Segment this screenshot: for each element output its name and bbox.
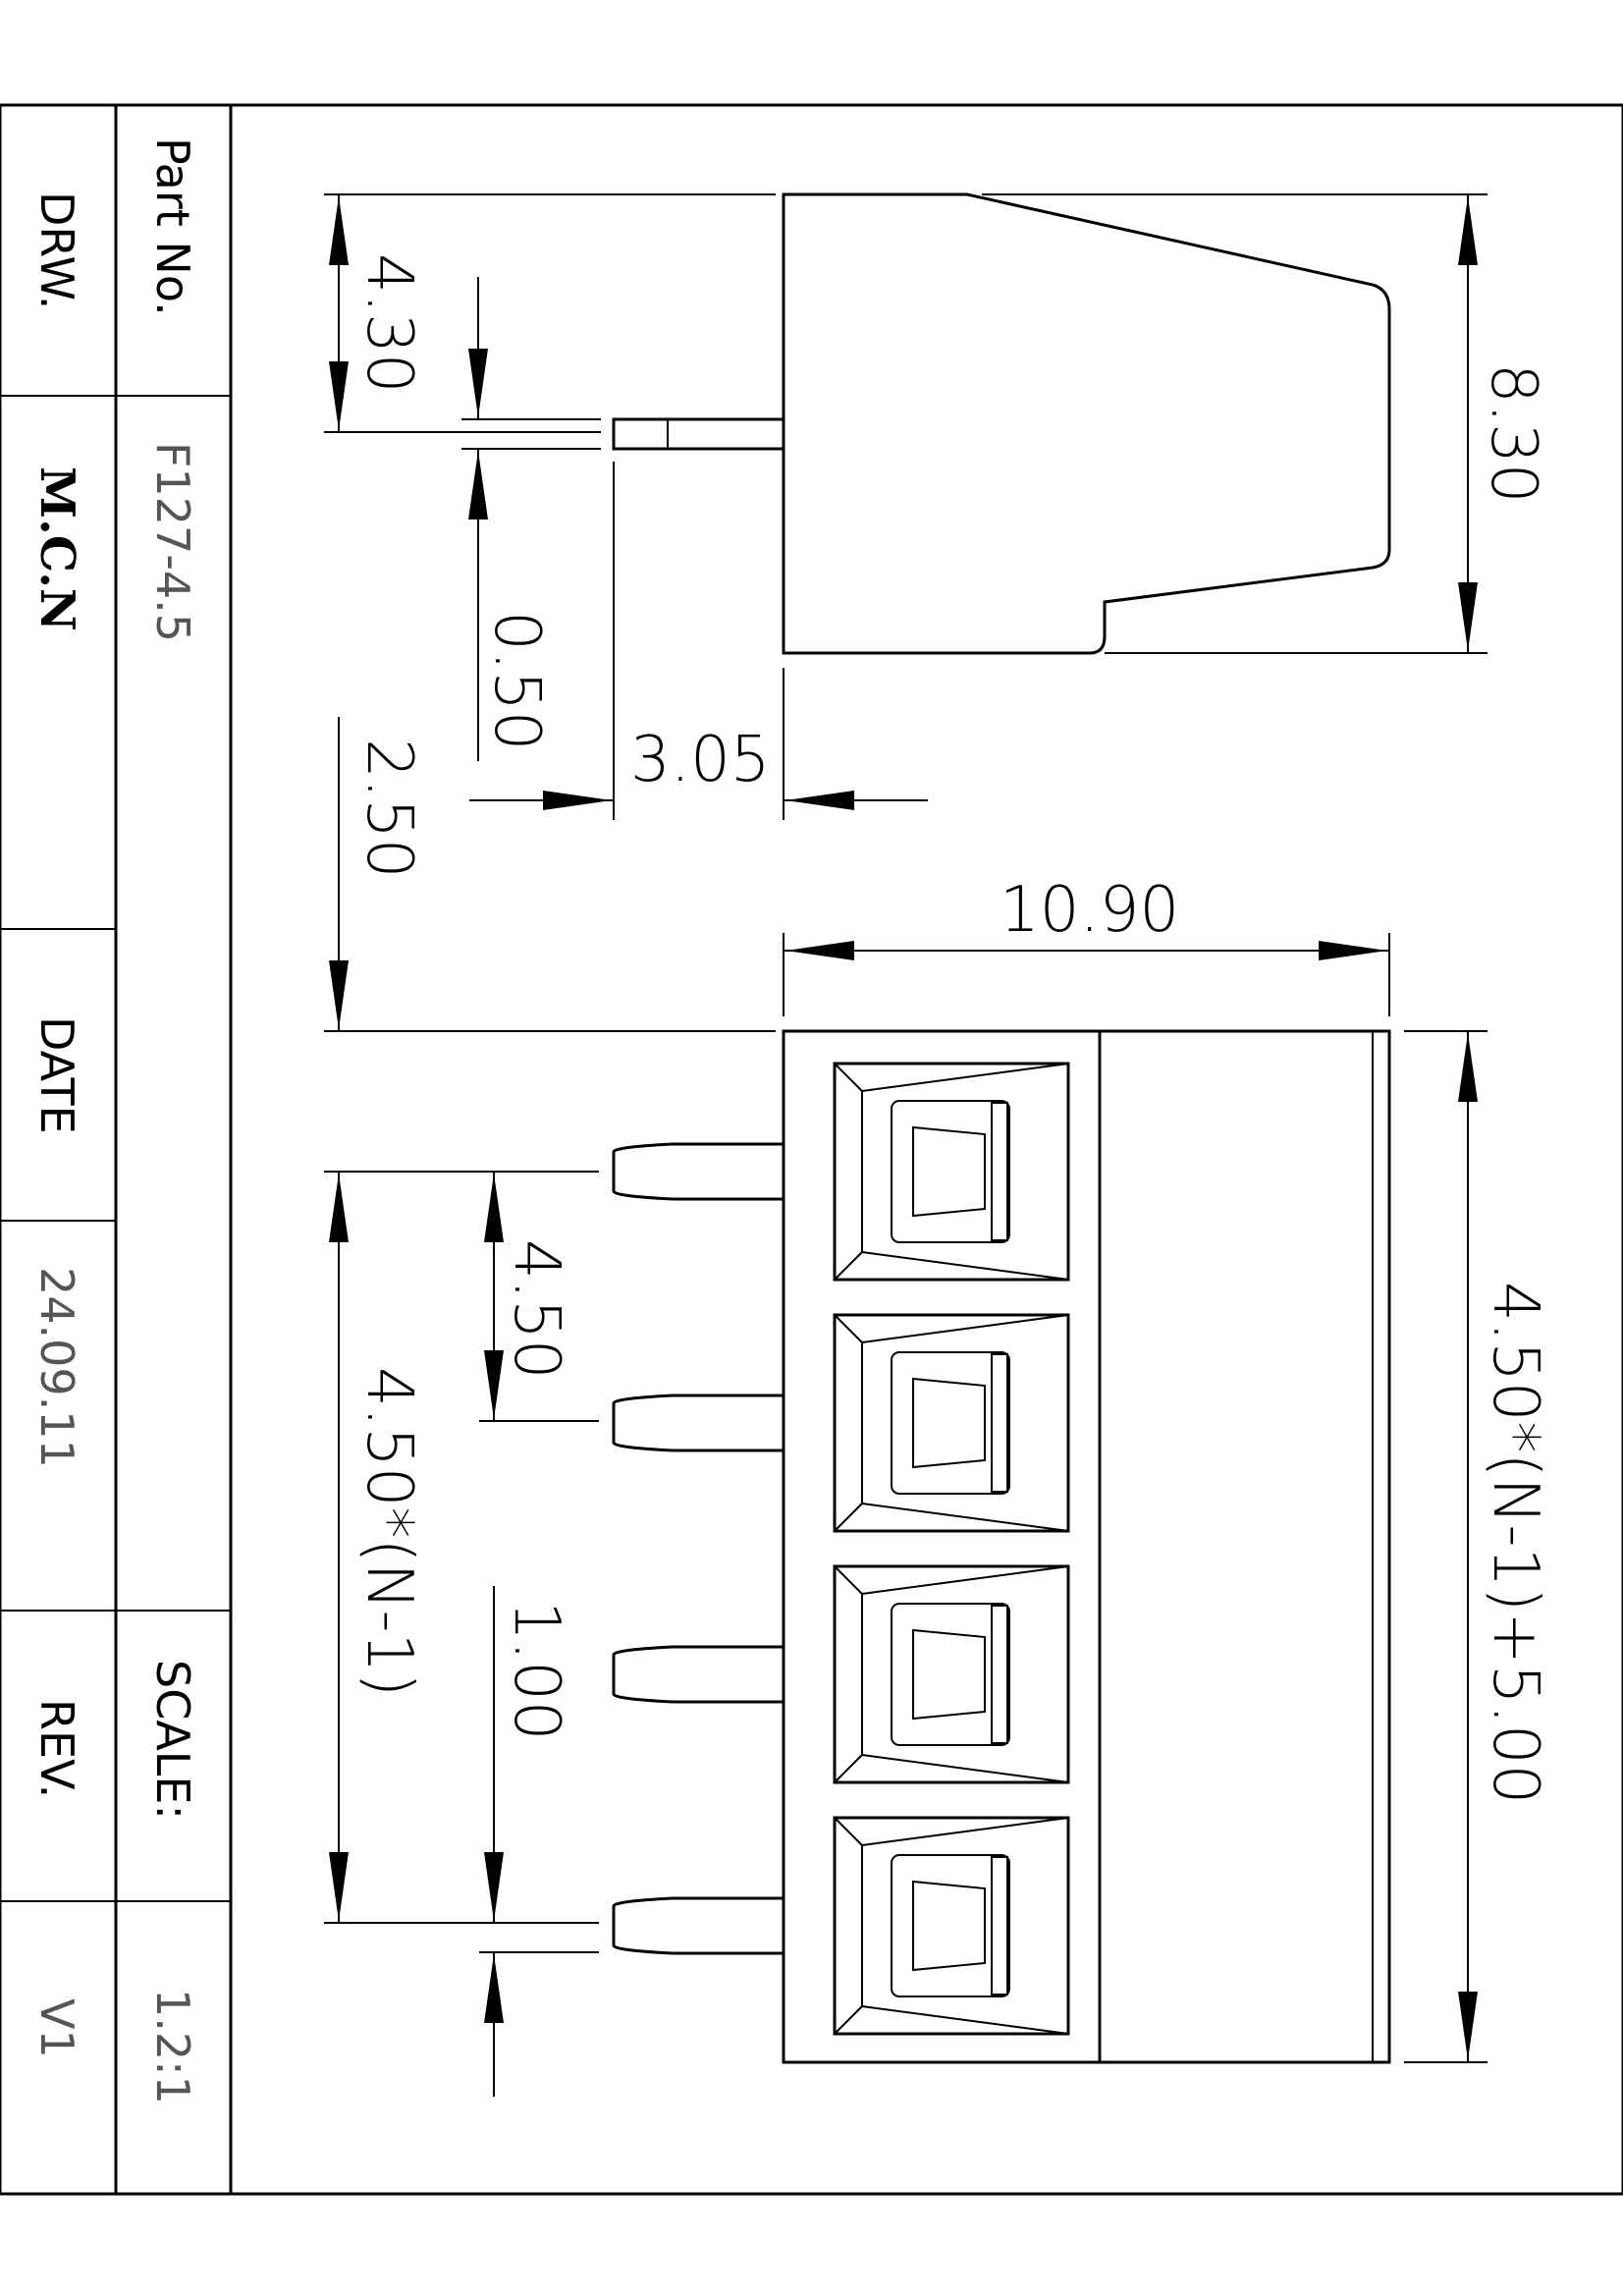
part-no-label: Part No.	[146, 137, 199, 316]
wire-entry	[912, 1125, 986, 1218]
terminal-pin	[612, 1142, 784, 1201]
drawn-label: DRW.	[30, 191, 83, 309]
scale-value: 1.2:1	[146, 1989, 199, 2105]
date-label: DATE	[30, 1016, 83, 1134]
front-view-dimensions: 10.90 4.50*(N-1)+5.00 4.50*(N-1) 4.50 1.…	[324, 874, 1551, 2097]
dim-10-90: 10.90	[1000, 874, 1179, 947]
side-view-pin	[612, 417, 785, 451]
terminal-pin	[612, 1896, 784, 1955]
dim-4-30: 4.30	[352, 253, 425, 394]
dim-pitch-span: 4.50*(N-1)	[352, 1367, 425, 1697]
dim-2-50: 2.50	[352, 738, 425, 879]
rev-value: V1	[30, 1998, 83, 2058]
terminal-pole	[612, 1564, 1070, 1784]
front-view-body	[782, 1029, 1391, 2064]
dim-3-05: 3.05	[630, 724, 771, 796]
dim-8-30: 8.30	[1477, 363, 1549, 504]
scale-label: SCALE:	[146, 1660, 199, 1820]
dim-1-00: 1.00	[500, 1601, 572, 1741]
terminal-cage	[833, 1313, 1070, 1533]
dim-4-50: 4.50	[500, 1239, 572, 1380]
part-no-value: F127-4.5	[146, 442, 199, 642]
terminal-cage	[833, 1816, 1070, 2036]
terminal-cage	[833, 1564, 1070, 1784]
screw-opening	[891, 1854, 1010, 1997]
wire-entry	[912, 1377, 986, 1469]
dim-0-50: 0.50	[480, 611, 553, 751]
screw-opening	[891, 1603, 1010, 1746]
terminal-pole	[612, 1816, 1070, 2036]
side-view-body	[782, 192, 1391, 655]
date-value: 24.09.11	[30, 1267, 83, 1468]
terminal-pole	[612, 1313, 1070, 1533]
wire-entry	[912, 1880, 986, 1972]
side-view	[612, 192, 1391, 655]
wire-entry	[912, 1628, 986, 1721]
side-view-dimensions: 8.30 4.30 0.50 3.05 2.50	[324, 193, 1549, 1031]
rev-label: REV.	[30, 1699, 83, 1798]
terminal-group	[612, 1062, 1070, 2036]
terminal-pole	[612, 1062, 1070, 1282]
terminal-cage	[833, 1062, 1070, 1282]
drawing-frame	[0, 103, 1623, 2196]
front-view	[782, 1029, 1391, 2064]
screw-opening	[891, 1100, 1010, 1243]
drawn-value: M.C.N	[29, 466, 84, 631]
dim-total-length: 4.50*(N-1)+5.00	[1479, 1282, 1551, 1804]
screw-opening	[891, 1351, 1010, 1495]
terminal-pin	[612, 1645, 784, 1704]
terminal-pin	[612, 1394, 784, 1452]
title-block: Part No. F127-4.5 DRW. M.C.N DATE 24.09.…	[29, 137, 199, 2105]
